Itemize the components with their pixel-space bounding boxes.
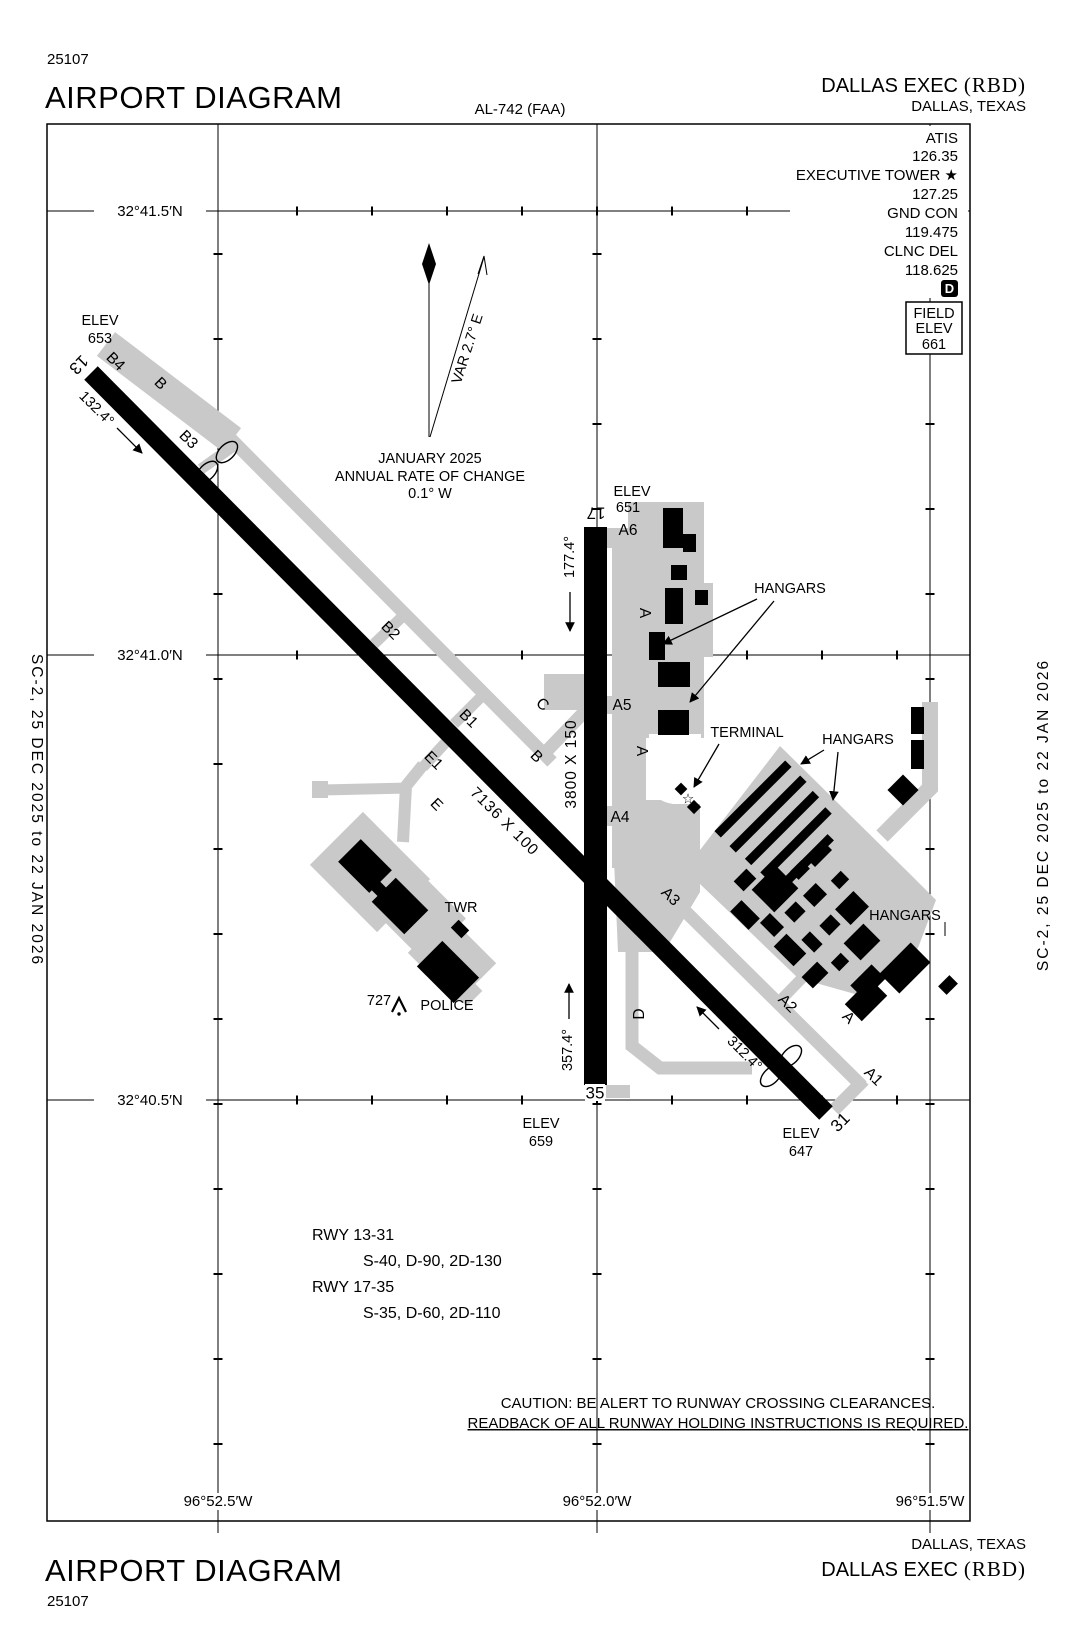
runway-end-35: 35 [586,1083,605,1102]
header-city: DALLAS, TEXAS [911,98,1026,115]
rwy35-elev-value: 659 [529,1134,553,1150]
rwy13-elev-value: 653 [88,331,112,347]
rwy-13-31-label: RWY 13-31 [312,1227,394,1244]
rwy-17-35-label: RWY 17-35 [312,1279,394,1296]
tower-label-map: TWR [444,900,477,916]
beacon-star-icon: ☆ [682,791,695,807]
hot-spot-symbol-1 [195,440,239,484]
page-title: AIRPORT DIAGRAM [45,80,342,115]
north-arrow [422,243,488,438]
tower-freq: 127.25 [912,186,958,203]
variation-rate-label: ANNUAL RATE OF CHANGE [335,469,525,485]
runway-data-block: RWY 13-31 S-40, D-90, 2D-130 RWY 17-35 S… [312,1227,502,1322]
footer-chart-number: 25107 [47,1593,89,1610]
header-chart-number: 25107 [47,51,89,68]
data-comm-badge-letter: D [945,281,954,296]
runway-end-31: 31 [827,1109,854,1136]
taxiway-label-e: E [427,795,446,814]
graticule-labels: 32°41.5′N 32°41.0′N 32°40.5′N 96°52.5′W … [117,203,965,1510]
taxiway-label-a5: A5 [613,697,632,714]
field-elev-value: 661 [922,337,946,353]
atis-label: ATIS [926,130,958,147]
annotation-arrows [116,427,946,1030]
field-elevation-box: FIELD ELEV 661 [905,301,963,355]
footer-title: AIRPORT DIAGRAM [45,1553,342,1588]
lat-label-41-0: 32°41.0′N [117,647,183,664]
atis-freq: 126.35 [912,148,958,165]
caution-note: CAUTION: BE ALERT TO RUNWAY CROSSING CLE… [468,1395,969,1432]
tower-symbol-icon [391,995,407,1016]
rwy17-heading: 177.4° [562,536,578,578]
runway-end-13: 13 [65,351,92,378]
clearance-label: CLNC DEL [884,243,958,260]
hangars-label-north: HANGARS [754,581,826,597]
southeast-hangar-buildings [714,707,958,1022]
rwy-13-31-strength: S-40, D-90, 2D-130 [363,1253,502,1270]
rwy31-elev-value: 647 [789,1144,813,1160]
rwy17-elev-value: 651 [616,500,640,516]
variation-date: JANUARY 2025 [378,451,481,467]
west-apron-buildings [338,839,480,1004]
rwy17-elev-label: ELEV [613,484,650,500]
runway-17-35 [584,527,607,1085]
rwy35-heading: 357.4° [560,1029,576,1071]
rwy13-elev-label: ELEV [81,313,118,329]
field-elev-word1: FIELD [913,306,954,322]
comms-panel: ATIS 126.35 EXECUTIVE TOWER ★ 127.25 GND… [796,130,958,297]
footer: DALLAS, TEXAS DALLAS EXEC (RBD) AIRPORT … [45,1536,1026,1610]
runway-17-35-labels: ELEV 651 17 177.4° 3800 X 150 357.4° 35 … [522,484,650,1150]
north-apron-hangar-buildings [649,508,708,735]
lon-label-52-0: 96°52.0′W [563,1493,633,1510]
variation-label: VAR 2.7° E [449,312,487,386]
tower-label: EXECUTIVE TOWER ★ [796,167,958,184]
taxiway-label-a6: A6 [619,522,638,539]
hangars-label-east: HANGARS [822,732,894,748]
taxiway-label-b1: B1 [456,706,481,731]
taxiway-label-d: D [631,1008,648,1019]
lon-label-52-5: 96°52.5′W [184,1493,254,1510]
taxiway-label-a-2: A [633,746,650,757]
caution-line2: READBACK OF ALL RUNWAY HOLDING INSTRUCTI… [468,1415,969,1432]
ground-freq: 119.475 [905,224,958,241]
header-airport-name: DALLAS EXEC [821,75,958,97]
taxiway-label-a4: A4 [611,809,630,826]
procedure-id: AL-742 (FAA) [475,101,566,118]
hot-spot-symbol-2 [759,1044,803,1088]
lon-label-51-5: 96°51.5′W [896,1493,966,1510]
police-label: POLICE [420,998,474,1014]
ground-label: GND CON [887,205,958,222]
taxiway-label-a-1: A [636,608,653,619]
header: 25107 AIRPORT DIAGRAM AL-742 (FAA) DALLA… [45,51,1026,118]
lat-label-40-5: 32°40.5′N [117,1092,183,1109]
clearance-freq: 118.625 [905,262,958,279]
runway-end-17: 17 [587,504,606,523]
field-elev-word2: ELEV [915,321,952,337]
rwy31-elev-label: ELEV [782,1126,819,1142]
edge-note-right: SC-2, 25 DEC 2025 to 22 JAN 2026 [1035,659,1052,971]
footer-airport-icao: (RBD) [964,1557,1026,1581]
rwy-17-35-dimensions: 3800 X 150 [563,719,580,808]
edge-note-left: SC-2, 25 DEC 2025 to 22 JAN 2026 [28,654,45,966]
police-tower-elev: 727 [367,993,391,1009]
rwy35-elev-label: ELEV [522,1116,559,1132]
terminal-apron-notch [649,734,701,804]
variation-rate-value: 0.1° W [408,486,452,502]
lat-label-41-5: 32°41.5′N [117,203,183,220]
footer-airport-name: DALLAS EXEC [821,1559,958,1581]
rwy-17-35-strength: S-35, D-60, 2D-110 [363,1305,501,1322]
data-comm-badge [941,280,958,297]
chart-border [46,123,971,1522]
runway-13-31 [84,366,833,1120]
hangars-label-south: HANGARS [869,908,941,924]
header-airport-icao: (RBD) [964,73,1026,97]
terminal-label: TERMINAL [710,725,783,741]
footer-city: DALLAS, TEXAS [911,1536,1026,1553]
facility-labels: HANGARS TERMINAL HANGARS HANGARS TWR 727… [367,581,941,1014]
magnetic-variation: VAR 2.7° E JANUARY 2025 ANNUAL RATE OF C… [335,312,525,502]
caution-line1: CAUTION: BE ALERT TO RUNWAY CROSSING CLE… [501,1395,936,1412]
